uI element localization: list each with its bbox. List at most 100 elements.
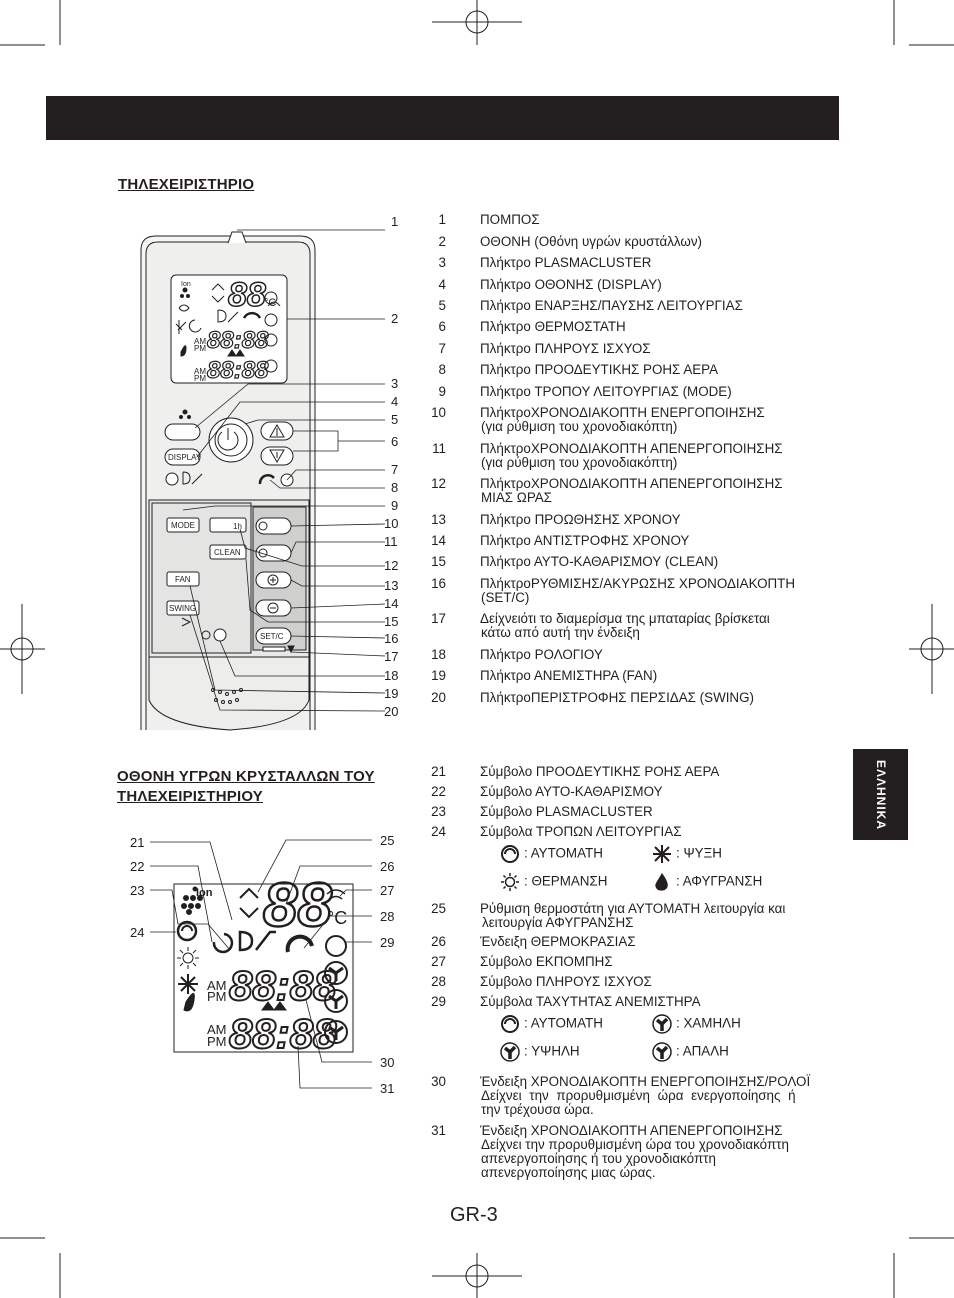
- callout-27: 27: [380, 883, 395, 898]
- callout-22: 22: [130, 859, 145, 874]
- callout-5: 5: [391, 412, 399, 427]
- fan-symbol-low: : ΧΑΜΗΛΗ: [652, 1014, 741, 1034]
- callout-16: 16: [384, 631, 399, 646]
- section-title-lcd-line2: ΤΗΛΕΧΕΙΡΙΣΤΗΡΙΟΥ: [117, 788, 263, 805]
- item-number: 24: [431, 824, 446, 839]
- callout-12: 12: [384, 558, 399, 573]
- item-number: 5: [438, 298, 446, 313]
- lcd-clock-on: 88:88: [229, 962, 337, 1009]
- section-title-lcd-line1: ΟΘΟΝΗ ΥΓΡΩΝ ΚΡΥΣΤΑΛΛΩΝ ΤΟΥ: [117, 768, 375, 785]
- item-text: Σύμβολο ΑΥΤΟ-ΚΑΘΑΡΙΣΜΟΥ: [480, 784, 663, 799]
- item-text: Σύμβολο ΕΚΠΟΜΠΗΣ: [480, 954, 613, 969]
- fan-symbol-high: : ΥΨΗΛΗ: [500, 1042, 580, 1062]
- item-text-3: απενεργοποίησης ή του χρονοδιακόπτη: [481, 1151, 716, 1166]
- callout-14: 14: [384, 596, 399, 611]
- heat-mode-icon: [501, 873, 519, 891]
- item-text: Σύμβολο PLASMACLUSTER: [480, 804, 653, 819]
- callout-15: 15: [384, 614, 399, 629]
- symbol-label: : ΑΠΑΛΗ: [676, 1043, 729, 1059]
- remote-temp-digits: 88: [228, 276, 266, 314]
- item-number: 6: [438, 319, 446, 334]
- language-tab-label: ΕΛΛΗΝΙΚΑ: [873, 759, 888, 830]
- item-number: 18: [431, 647, 446, 662]
- dry-mode-icon: [655, 873, 668, 891]
- page-number: GR-3: [450, 1204, 498, 1226]
- callout-17: 17: [384, 649, 399, 664]
- item-text-2: λειτουργία ΑΦΥΓΡΑΝΣΗΣ: [482, 915, 634, 930]
- lcd-degc: °C: [327, 908, 347, 928]
- item-text-2: (SET/C): [481, 590, 530, 605]
- fan-high-icon: [500, 1042, 520, 1062]
- item-number: 12: [431, 476, 446, 491]
- item-number: 4: [438, 277, 446, 292]
- language-tab: ΕΛΛΗΝΙΚΑ: [853, 749, 908, 840]
- item-text: Πλήκτρο ΡΟΛΟΓΙΟΥ: [480, 647, 603, 662]
- item-text: Πλήκτρο ΠΡΟΟΔΕΥΤΙΚΗΣ ΡΟΗΣ ΑΕΡΑ: [480, 362, 719, 377]
- item-number: 11: [432, 441, 446, 456]
- item-number: 27: [431, 954, 446, 969]
- item-number: 31: [431, 1123, 446, 1138]
- item-number: 28: [431, 974, 446, 989]
- item-text: Πλήκτρο ΑΝΕΜΙΣΤΗΡΑ (FAN): [480, 668, 658, 683]
- callout-9: 9: [391, 498, 399, 513]
- item-text: Ένδειξη ΧΡΟΝΟΔΙΑΚΟΠΤΗ ΑΠΕΝΕΡΓΟΠΟΙΗΣΗΣ: [480, 1123, 783, 1138]
- item-text: ΠλήκτροΧΡΟΝΟΔΙΑΚΟΠΤΗ ΑΠΕΝΕΡΓΟΠΟΙΗΣΗΣ: [480, 476, 783, 491]
- callout-7: 7: [391, 462, 399, 477]
- mode-symbol-dry: : ΑΦΥΓΡΑΝΣΗ: [652, 872, 762, 892]
- callout-2: 2: [391, 311, 399, 326]
- item-number: 23: [431, 804, 446, 819]
- remote-pm-label-2: PM: [194, 374, 206, 383]
- item-text: Σύμβολο ΠΛΗΡΟΥΣ ΙΣΧΥΟΣ: [480, 974, 652, 989]
- item-number: 10: [431, 405, 446, 420]
- swing-button-label: SWING: [169, 604, 196, 613]
- section-title-remote: ΤΗΛΕΧΕΙΡΙΣΤΗΡΙΟ: [118, 176, 255, 193]
- mode-symbol-auto: : ΑΥΤΟΜΑΤΗ: [500, 844, 603, 864]
- item-number: 15: [431, 554, 446, 569]
- callout-30: 30: [380, 1055, 395, 1070]
- remote-ion-label: Ion: [181, 281, 191, 288]
- callout-11: 11: [384, 534, 398, 549]
- item-text-2: Δείχνει την προρυθμισμένη ώρα του χρονοδ…: [481, 1137, 789, 1152]
- fan-auto-icon: [501, 1015, 519, 1033]
- item-text: Ένδειξη ΧΡΟΝΟΔΙΑΚΟΠΤΗ ΕΝΕΡΓΟΠΟΙΗΣΗΣ/ΡΟΛΟ…: [480, 1074, 811, 1089]
- item-number: 21: [431, 764, 446, 779]
- callout-23: 23: [130, 883, 145, 898]
- clean-button-label: CLEAN: [214, 548, 241, 557]
- item-text-2: (για ρύθμιση του χρονοδιακόπτη): [481, 419, 678, 434]
- item-text: Πλήκτρο ΠΛΗΡΟΥΣ ΙΣΧΥΟΣ: [480, 341, 651, 356]
- item-text: Πλήκτρο ΠΡΟΩΘΗΣΗΣ ΧΡΟΝΟΥ: [480, 512, 681, 527]
- callout-31: 31: [380, 1081, 395, 1096]
- item-number: 2: [438, 234, 446, 249]
- item-number: 14: [431, 533, 446, 548]
- callout-8: 8: [391, 480, 399, 495]
- item-text: ΠΟΜΠΟΣ: [480, 212, 540, 227]
- symbol-label: : ΑΦΥΓΡΑΝΣΗ: [676, 873, 763, 889]
- item-text-3: την τρέχουσα ώρα.: [481, 1102, 594, 1117]
- item-text: ΠλήκτροΧΡΟΝΟΔΙΑΚΟΠΤΗ ΑΠΕΝΕΡΓΟΠΟΙΗΣΗΣ: [480, 441, 783, 456]
- callout-29: 29: [380, 935, 395, 950]
- item-number: 1: [438, 212, 446, 227]
- auto-mode-icon: [501, 845, 519, 863]
- lcd-ion-label: Ion: [196, 887, 213, 899]
- item-text: Σύμβολο ΠΡΟΟΔΕΥΤΙΚΗΣ ΡΟΗΣ ΑΕΡΑ: [480, 764, 720, 779]
- item-text-2: (για ρύθμιση του χρονοδιακόπτη): [481, 455, 678, 470]
- cool-mode-icon: [653, 845, 671, 863]
- header-bar: [46, 96, 839, 140]
- item-number: 16: [431, 576, 446, 591]
- item-text: Πλήκτρο ΤΡΟΠΟΥ ΛΕΙΤΟΥΡΓΙΑΣ (MODE): [480, 384, 732, 399]
- item-number: 22: [431, 784, 446, 799]
- fan-button-label: FAN: [175, 575, 191, 584]
- setc-button-label: SET/C: [260, 632, 284, 641]
- callout-28: 28: [380, 909, 395, 924]
- remote-pm-label: PM: [194, 344, 206, 353]
- callout-13: 13: [384, 578, 399, 593]
- mode-symbol-cool: : ΨΥΞΗ: [652, 844, 722, 864]
- callout-19: 19: [384, 686, 399, 701]
- item-number: 30: [431, 1074, 446, 1089]
- item-text: Σύμβολα ΤΑΧΥΤΗΤΑΣ ΑΝΕΜΙΣΤΗΡΑ: [480, 994, 701, 1009]
- fan-soft-icon: [652, 1042, 672, 1062]
- item-number: 25: [431, 901, 446, 916]
- item-number: 13: [431, 512, 446, 527]
- remote-control-illustration: Ion 88 °C 88:88 88:88 AM PM AM PM DISPLA…: [140, 229, 386, 731]
